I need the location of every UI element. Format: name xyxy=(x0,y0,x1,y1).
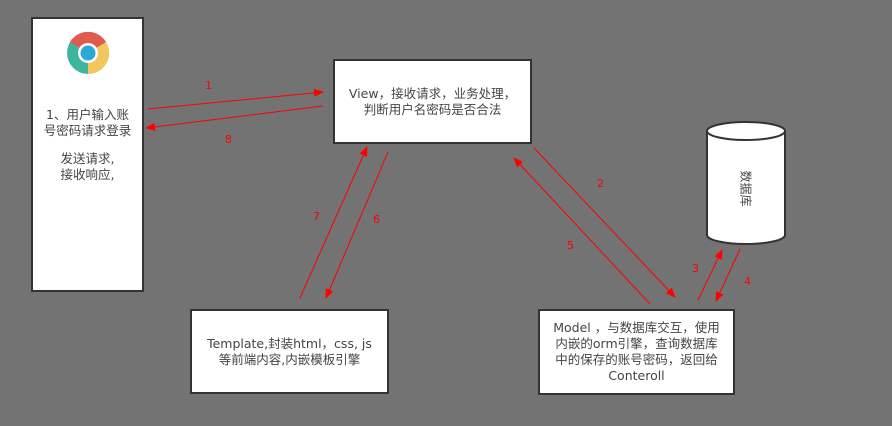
browser-box: 1、用户输入账 号密码请求登录 发送请求, 接收响应, xyxy=(31,17,144,292)
browser-text-3: 发送请求, xyxy=(60,151,115,166)
model-text-2: 内嵌的orm引擎，查询数据库 xyxy=(555,336,718,351)
model-text-3: 中的保存的账号密码，返回给 xyxy=(555,352,718,367)
arrow-label-3: 3 xyxy=(692,262,699,275)
arrow-2 xyxy=(533,147,676,298)
arrow-1 xyxy=(147,88,324,110)
view-text-2: 判断用户名密码是否合法 xyxy=(363,101,502,117)
arrow-5 xyxy=(513,157,651,305)
arrow-label-7: 7 xyxy=(313,210,320,223)
template-box: Template,封装html，css, js 等前端内容,内嵌模板引擎 xyxy=(190,309,389,394)
arrow-8 xyxy=(145,105,324,131)
arrow-label-5: 5 xyxy=(567,239,574,252)
arrow-label-6: 6 xyxy=(373,213,380,226)
arrow-label-2: 2 xyxy=(597,177,604,190)
browser-text-1: 1、用户输入账 xyxy=(46,107,129,122)
arrow-7 xyxy=(299,146,368,299)
arrow-label-1: 1 xyxy=(205,79,212,92)
database-label: 数据库 xyxy=(738,170,753,207)
arrow-label-4: 4 xyxy=(744,275,751,288)
browser-text-4: 接收响应, xyxy=(60,167,115,182)
template-text-1: Template,封装html，css, js xyxy=(207,335,372,351)
arrow-label-8: 8 xyxy=(225,133,232,146)
view-box: View，接收请求，业务处理， 判断用户名密码是否合法 xyxy=(333,59,532,144)
database-cylinder xyxy=(706,121,786,245)
model-box: Model ，与数据库交互，使用 内嵌的orm引擎，查询数据库 中的保存的账号密… xyxy=(538,309,735,395)
chrome-icon xyxy=(66,31,109,75)
model-text-1: Model ，与数据库交互，使用 xyxy=(553,320,720,335)
view-text-1: View，接收请求，业务处理， xyxy=(348,85,517,101)
template-text-2: 等前端内容,内嵌模板引擎 xyxy=(218,351,361,367)
arrow-3 xyxy=(697,249,723,301)
model-text-4: Conteroll xyxy=(608,368,665,383)
arrow-4 xyxy=(715,248,741,302)
arrow-6 xyxy=(325,151,389,299)
browser-text-2: 号密码请求登录 xyxy=(43,123,132,138)
